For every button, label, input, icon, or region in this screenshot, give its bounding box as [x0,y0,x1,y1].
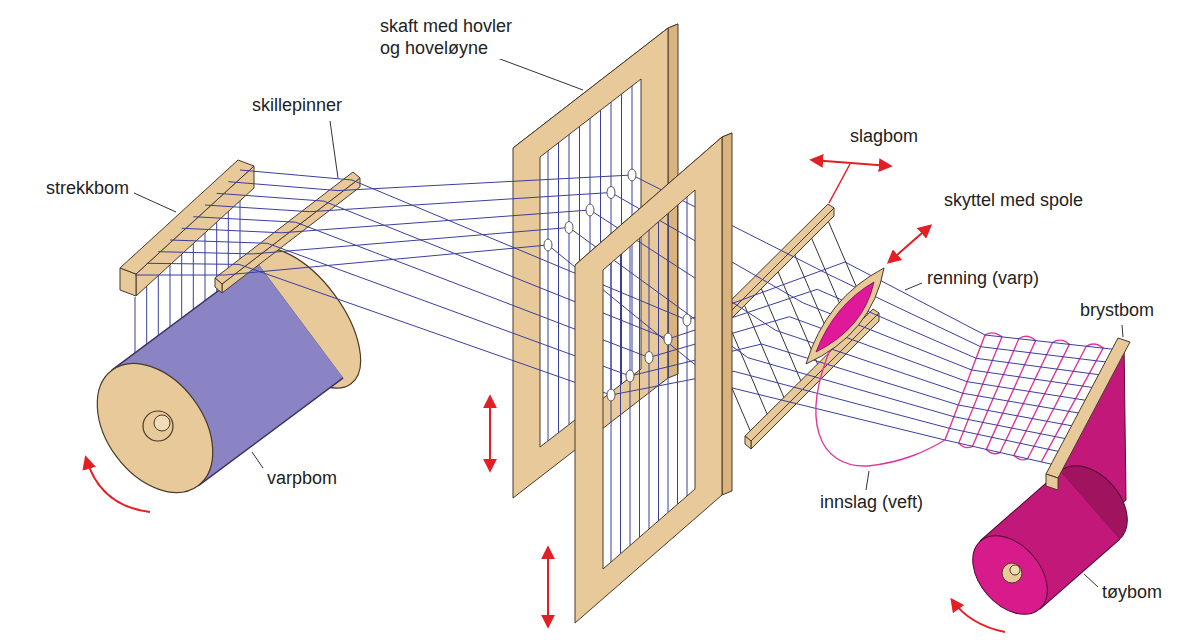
part-label: tøybom [1100,582,1164,604]
part-label: strekkbom [44,178,131,200]
part-label: skyttel med spole [942,190,1085,212]
motion-arrow [547,548,549,626]
part-label: innslag (veft) [818,492,925,514]
motion-arrow [489,397,491,470]
label-holder: skaft med hovler og hoveløyne [378,16,530,59]
part-label: slagbom [848,126,920,148]
label-holder: skillepinner [250,95,344,117]
rotation-arrow [86,458,150,512]
motion-arrow [812,160,890,166]
motion-arrow [889,226,930,262]
label-holder: skyttel med spole [942,190,1085,212]
heddle-frame-front [575,133,732,623]
label-holder: innslag (veft) [818,492,925,514]
part-label: brystbom [1078,300,1156,322]
label-holder: slagbom [848,126,920,148]
label-holder: tøybom [1100,582,1164,604]
part-label: renning (varp) [925,268,1041,290]
shuttle [806,268,884,364]
label-holder: renning (varp) [925,268,1041,290]
label-holder: varpbom [265,468,339,490]
rotation-arrow [952,600,1005,632]
warp-threads [135,170,1120,465]
part-label: skillepinner [250,95,344,117]
part-label: varpbom [265,468,339,490]
breast-beam [1046,338,1130,490]
weft-yarn [816,345,945,466]
leader-line [829,164,850,203]
leader-lines [134,56,1123,587]
label-holder: brystbom [1078,300,1156,322]
part-label: skaft med hovler og hoveløyne [378,16,530,59]
label-holder: strekkbom [44,178,131,200]
